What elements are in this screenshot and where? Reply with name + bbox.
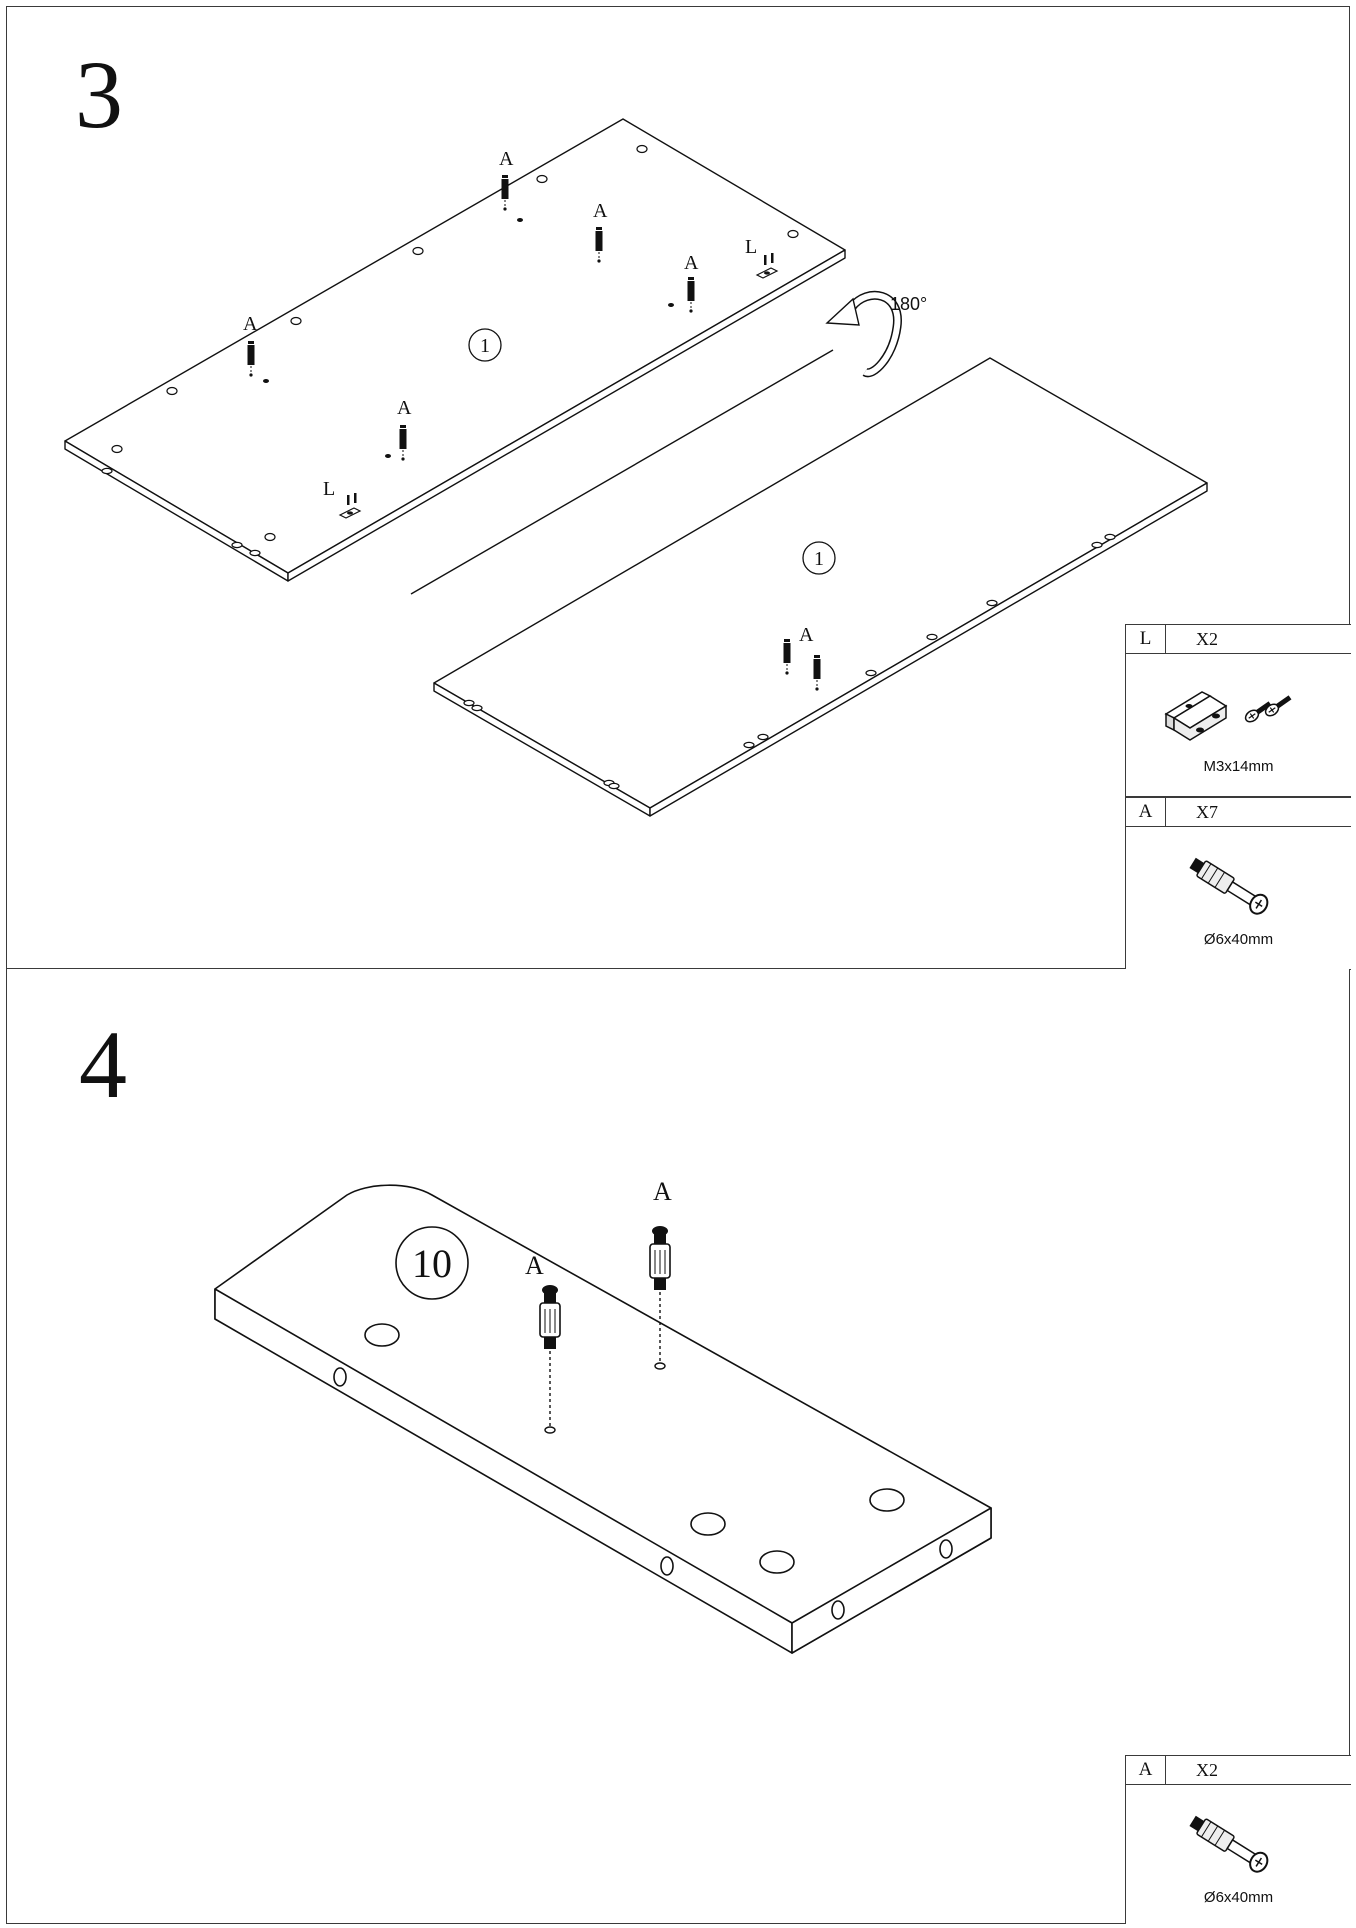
hardware-size: M3x14mm — [1203, 758, 1274, 775]
step-number: 3 — [75, 41, 123, 148]
cam-dowel-a: A — [243, 313, 258, 378]
svg-text:L: L — [745, 236, 757, 258]
step-number: 4 — [79, 1011, 127, 1118]
cam-dowel-a: A — [684, 252, 699, 314]
svg-text:A: A — [684, 252, 699, 274]
part-number-badge: 1 — [468, 328, 502, 362]
separator-line — [410, 349, 834, 595]
cam-dowel-a: A — [649, 1177, 672, 1370]
hardware-quantity: X2 — [1196, 629, 1218, 649]
part-number-badge: 1 — [802, 541, 836, 575]
svg-text:A: A — [397, 397, 412, 419]
cam-dowel-a: A — [499, 148, 514, 212]
panel-1-flipped-board-edge-holes — [463, 533, 1116, 790]
svg-text:A: A — [799, 624, 814, 646]
hardware-header: A X2 — [1126, 1756, 1351, 1785]
hardware-letter: L — [1126, 625, 1166, 653]
hardware-box-a: A X7 Ø6x40mm — [1125, 797, 1351, 970]
l-bracket: L — [745, 236, 778, 279]
hardware-size: Ø6x40mm — [1203, 931, 1274, 948]
hardware-letter: A — [1126, 798, 1166, 826]
hardware-letter: A — [1126, 1756, 1166, 1784]
hardware-header: A X7 — [1126, 798, 1351, 827]
svg-text:A: A — [525, 1251, 544, 1280]
cam-dowel-a: A — [525, 1251, 561, 1434]
cam-dowel-icon — [1189, 1815, 1269, 1873]
step-4-panel: 4 10 A — [6, 969, 1351, 1924]
cam-dowel-a: A — [397, 397, 412, 462]
svg-text:A: A — [243, 313, 258, 335]
l-bracket: L — [323, 478, 361, 519]
svg-text:L: L — [323, 478, 335, 500]
step-3-panel: 3 — [6, 6, 1351, 970]
panel-10-edge-holes — [333, 1367, 953, 1620]
cam-dowel-a: A — [593, 200, 608, 264]
hardware-header: L X2 — [1126, 625, 1351, 654]
hardware-box-l: L X2 — [1125, 624, 1351, 797]
panel-10-holes — [364, 1323, 905, 1574]
svg-text:A: A — [499, 148, 514, 170]
part-number-badge: 10 — [395, 1226, 469, 1300]
step-3-diagram: A A A A A L L 1 — [64, 118, 1208, 817]
hardware-size: Ø6x40mm — [1203, 1889, 1274, 1906]
panel-10-board — [214, 1184, 992, 1654]
svg-text:A: A — [653, 1177, 672, 1206]
svg-text:1: 1 — [814, 548, 824, 570]
svg-text:180°: 180° — [890, 294, 927, 314]
svg-text:10: 10 — [412, 1241, 452, 1286]
cam-dowel-icon — [1189, 857, 1269, 915]
cam-dowel-a: A — [783, 624, 821, 692]
panel-1-top-board-marks — [263, 218, 674, 458]
hardware-box-a: A X2 Ø6x40mm — [1125, 1755, 1351, 1924]
hardware-quantity: X7 — [1196, 802, 1218, 822]
step-4-diagram: 10 A A — [214, 1177, 992, 1654]
rotate-arrow-icon: 180° — [825, 290, 927, 378]
hardware-quantity: X2 — [1196, 1760, 1218, 1780]
panel-1-flipped-board — [433, 357, 1208, 817]
svg-text:1: 1 — [480, 335, 490, 357]
svg-text:A: A — [593, 200, 608, 222]
bracket-with-screws-icon — [1164, 691, 1292, 741]
panel-1-top-board-holes — [101, 144, 799, 557]
